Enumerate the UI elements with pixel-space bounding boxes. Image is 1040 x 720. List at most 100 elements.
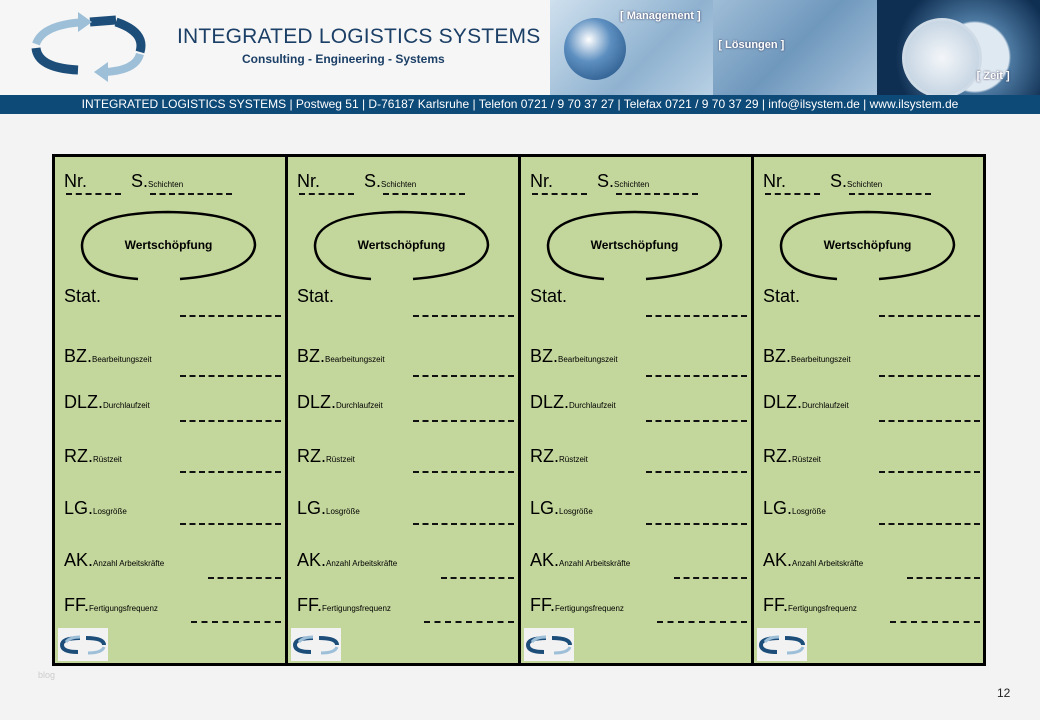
row-sub: Rüstzeit: [93, 455, 122, 464]
schichten-field[interactable]: [849, 193, 931, 195]
row-sub: Fertigungsfrequenz: [555, 604, 624, 613]
s-text: S.: [830, 171, 848, 191]
nr-label: Nr.: [297, 171, 320, 192]
row-label: DLZ.Durchlaufzeit: [530, 392, 616, 413]
globe-icon: [564, 18, 626, 80]
nr-label: Nr.: [530, 171, 553, 192]
row-sub: Losgröße: [326, 507, 360, 516]
row-field[interactable]: [879, 375, 980, 377]
row-field[interactable]: [180, 523, 281, 525]
nr-field[interactable]: [299, 193, 354, 195]
row-field[interactable]: [879, 523, 980, 525]
row-label: AK.Anzahl Arbeitskräfte: [297, 550, 397, 571]
puzzle-image: [ Lösungen ]: [713, 0, 877, 95]
oval-shape: [313, 210, 490, 281]
row-abbr: RZ.: [763, 446, 792, 466]
row-sub: Bearbeitungszeit: [325, 355, 385, 364]
row-abbr: LG.: [297, 498, 327, 518]
row-sub: Fertigungsfrequenz: [89, 604, 158, 613]
schichten-field[interactable]: [616, 193, 698, 195]
s-text: S.: [597, 171, 615, 191]
row-abbr: DLZ.: [763, 392, 803, 412]
s-sub: Schichten: [148, 180, 184, 189]
nr-label: Nr.: [763, 171, 786, 192]
row-abbr: BZ.: [530, 346, 559, 366]
row-field[interactable]: [180, 471, 281, 473]
row-field[interactable]: [646, 523, 747, 525]
kanban-card: Nr. S.Schichten Wertschöpfung Stat. BZ.B…: [55, 157, 288, 663]
stat-field[interactable]: [413, 315, 514, 317]
schichten-field[interactable]: [150, 193, 232, 195]
row-field[interactable]: [646, 471, 747, 473]
oval-shape: [779, 210, 956, 281]
stat-field[interactable]: [180, 315, 281, 317]
kanban-card: Nr. S.Schichten Wertschöpfung Stat. BZ.B…: [288, 157, 521, 663]
cards-frame: Nr. S.Schichten Wertschöpfung Stat. BZ.B…: [52, 154, 986, 666]
row-label: DLZ.Durchlaufzeit: [64, 392, 150, 413]
row-label: RZ.Rüstzeit: [763, 446, 821, 467]
schichten-field[interactable]: [383, 193, 465, 195]
row-label: AK.Anzahl Arbeitskräfte: [530, 550, 630, 571]
row-field[interactable]: [413, 420, 514, 422]
stat-label: Stat.: [64, 286, 102, 306]
row-label: FF.Fertigungsfrequenz: [530, 595, 624, 616]
row-sub: Rüstzeit: [326, 455, 355, 464]
row-field[interactable]: [879, 471, 980, 473]
row-field[interactable]: [413, 471, 514, 473]
row-label: LG.Losgröße: [763, 498, 826, 519]
row-label: BZ.Bearbeitungszeit: [64, 346, 152, 367]
row-abbr: FF.: [530, 595, 555, 615]
wertschoepfung-label: Wertschöpfung: [823, 238, 912, 252]
stat-field[interactable]: [646, 315, 747, 317]
row-sub: Losgröße: [559, 507, 593, 516]
row-field[interactable]: [674, 577, 747, 579]
mini-logo-icon: [291, 628, 341, 661]
row-field[interactable]: [413, 523, 514, 525]
row-label: FF.Fertigungsfrequenz: [763, 595, 857, 616]
mini-logo-icon: [524, 628, 574, 661]
row-abbr: DLZ.: [64, 392, 104, 412]
row-field[interactable]: [413, 375, 514, 377]
row-sub: Durchlaufzeit: [336, 401, 383, 410]
row-sub: Fertigungsfrequenz: [322, 604, 391, 613]
row-field[interactable]: [657, 621, 747, 623]
row-field[interactable]: [180, 375, 281, 377]
blog-watermark: blog: [38, 670, 56, 680]
row-abbr: LG.: [64, 498, 94, 518]
row-label: DLZ.Durchlaufzeit: [763, 392, 849, 413]
nr-field[interactable]: [765, 193, 820, 195]
row-sub: Anzahl Arbeitskräfte: [559, 559, 631, 568]
row-field[interactable]: [646, 420, 747, 422]
row-field[interactable]: [424, 621, 514, 623]
row-field[interactable]: [890, 621, 980, 623]
oval-shape: [80, 210, 257, 281]
row-field[interactable]: [191, 621, 281, 623]
row-field[interactable]: [879, 420, 980, 422]
row-field[interactable]: [208, 577, 281, 579]
row-label: RZ.Rüstzeit: [530, 446, 588, 467]
nr-field[interactable]: [66, 193, 121, 195]
stat-field[interactable]: [879, 315, 980, 317]
s-label: S.Schichten: [830, 171, 882, 192]
row-abbr: FF.: [763, 595, 788, 615]
row-label: BZ.Bearbeitungszeit: [297, 346, 385, 367]
row-abbr: BZ.: [297, 346, 326, 366]
row-field[interactable]: [180, 420, 281, 422]
row-field[interactable]: [907, 577, 980, 579]
nr-text: Nr.: [297, 171, 321, 191]
row-label: BZ.Bearbeitungszeit: [763, 346, 851, 367]
kanban-card: Nr. S.Schichten Wertschöpfung Stat. BZ.B…: [521, 157, 754, 663]
company-title: INTEGRATED LOGISTICS SYSTEMS: [177, 25, 541, 48]
s-label: S.Schichten: [364, 171, 416, 192]
row-sub: Bearbeitungszeit: [92, 355, 152, 364]
row-abbr: LG.: [763, 498, 793, 518]
row-abbr: RZ.: [64, 446, 93, 466]
wertschoepfung-label: Wertschöpfung: [124, 238, 213, 252]
oval-shape: [546, 210, 723, 281]
nr-field[interactable]: [532, 193, 587, 195]
row-field[interactable]: [441, 577, 514, 579]
row-abbr: BZ.: [64, 346, 93, 366]
stat-label: Stat.: [297, 286, 335, 306]
row-field[interactable]: [646, 375, 747, 377]
row-abbr: FF.: [64, 595, 89, 615]
